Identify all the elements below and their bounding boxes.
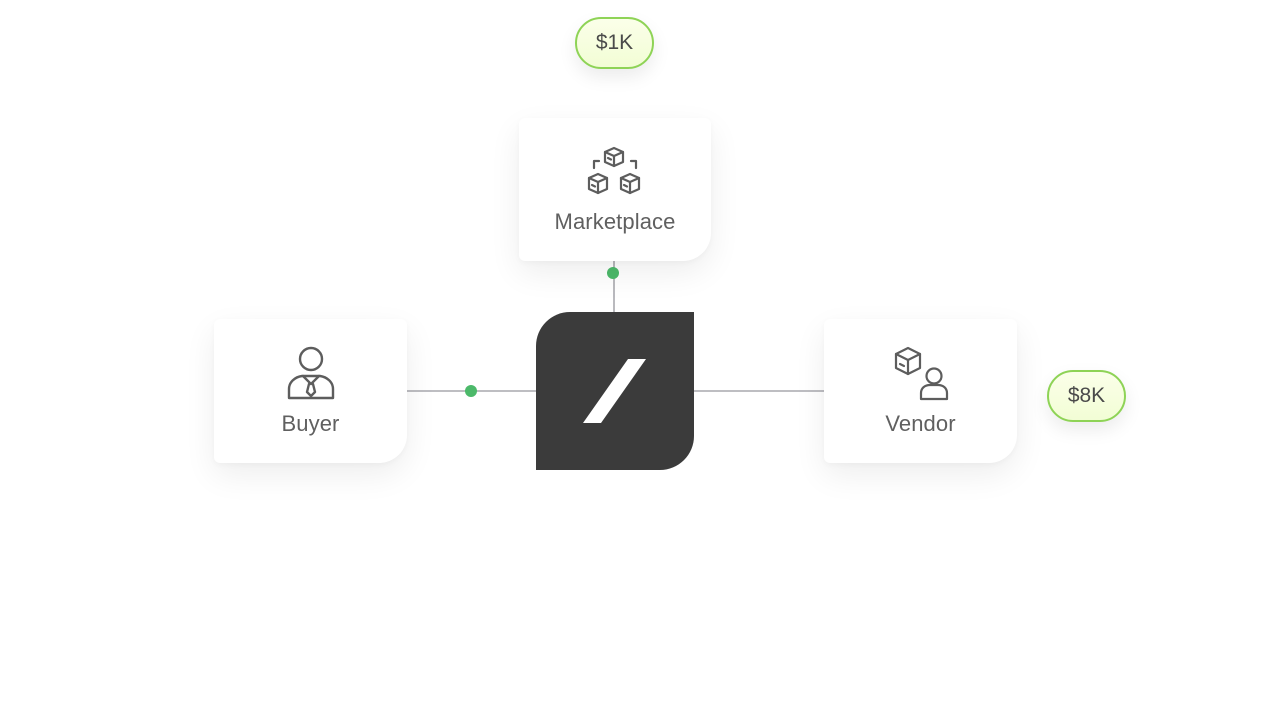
- buyer-label: Buyer: [281, 411, 340, 436]
- marketplace-card: Marketplace: [519, 118, 711, 261]
- vendor-amount-badge: $8K: [1047, 370, 1126, 422]
- hub-logo: [536, 312, 694, 470]
- marketplace-label: Marketplace: [554, 208, 676, 234]
- vendor-label: Vendor: [885, 411, 956, 436]
- marketplace-amount-badge: $1K: [575, 17, 654, 69]
- connector-dot-buyer: [465, 385, 477, 397]
- slash-logo-icon: [583, 359, 646, 423]
- box-person-icon: [892, 345, 950, 401]
- vendor-card: Vendor: [824, 319, 1017, 463]
- boxes-icon: [587, 145, 643, 199]
- businessman-icon: [286, 345, 336, 401]
- buyer-card: Buyer: [214, 319, 407, 463]
- connector-dot-marketplace: [607, 267, 619, 279]
